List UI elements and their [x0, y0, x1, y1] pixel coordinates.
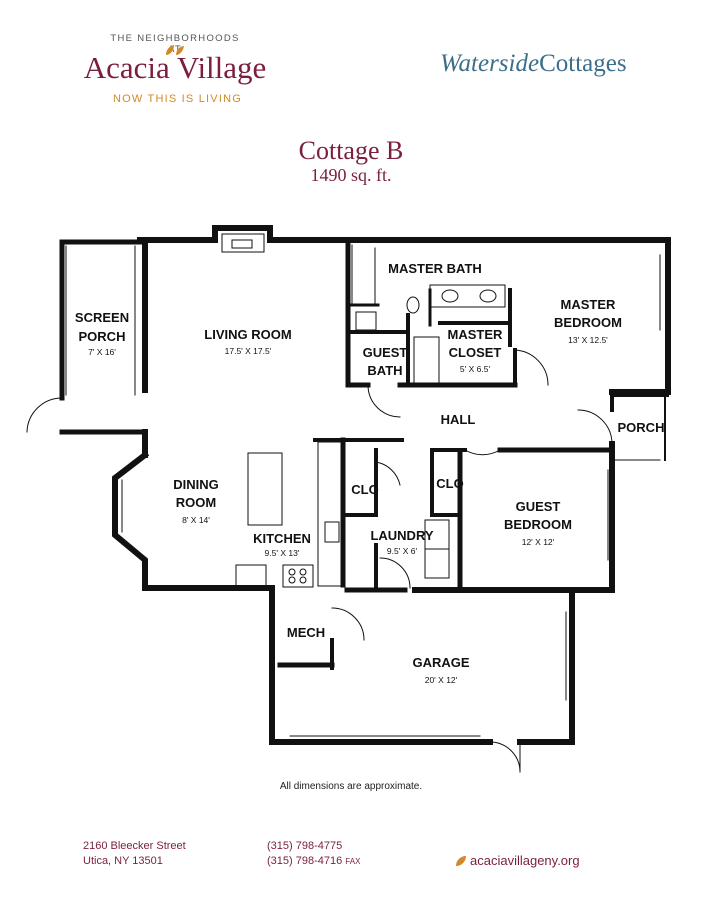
- plan-area: 1490 sq. ft.: [310, 165, 392, 185]
- room-label: MASTER: [561, 297, 617, 312]
- fireplace: [221, 233, 265, 253]
- collection-name: WatersideCottages: [440, 49, 627, 78]
- kitchen-island: [247, 452, 283, 526]
- room-label: DINING: [173, 477, 219, 492]
- room-dimension: 17.5' X 17.5': [225, 346, 272, 356]
- leaf-logo-icon: [166, 45, 184, 55]
- address-city: Utica, NY 13501: [83, 855, 163, 867]
- kitchen-sink: [324, 521, 340, 543]
- room-label: CLOSET: [449, 345, 502, 360]
- phone-number: (315) 798-4775: [267, 840, 343, 852]
- kitchen-counter: [317, 441, 343, 587]
- guest-tub: [413, 336, 440, 386]
- room-label: MASTER: [448, 327, 504, 342]
- room-label: SCREEN: [75, 310, 129, 325]
- room-label: BATH: [367, 363, 402, 378]
- floor-plan: SCREEN PORCH 7' X 16' LIVING ROOM 17.5' …: [26, 225, 671, 773]
- master-vanity: [429, 284, 506, 308]
- screen-porch-wall: [59, 239, 143, 401]
- room-dimension: 13' X 12.5': [568, 335, 608, 345]
- room-label: PORCH: [618, 420, 665, 435]
- door-swing: [489, 741, 521, 773]
- website-link[interactable]: acaciavillageny.org: [470, 853, 580, 868]
- master-sink: [479, 289, 497, 303]
- room-label: KITCHEN: [253, 531, 311, 546]
- brand-name: Acacia Village: [83, 50, 267, 85]
- room-label: MASTER BATH: [388, 261, 482, 276]
- exterior-wall: [137, 225, 671, 395]
- room-dimension: 5' X 6.5': [460, 364, 491, 374]
- door-swing: [514, 349, 549, 386]
- room-label: ROOM: [176, 495, 216, 510]
- room-dimension: 7' X 16': [88, 347, 116, 357]
- room-label: PORCH: [79, 329, 126, 344]
- room-label: CLO: [436, 476, 463, 491]
- door-swing: [367, 384, 401, 418]
- burner: [288, 568, 296, 576]
- room-label: MECH: [287, 625, 325, 640]
- room-dimension: 12' X 12': [522, 537, 555, 547]
- fireplace-hearth: [231, 239, 253, 249]
- room-label: LAUNDRY: [370, 528, 433, 543]
- door-swing: [379, 557, 411, 589]
- room-dimension: 9.5' X 13': [265, 548, 300, 558]
- room-label: HALL: [441, 412, 476, 427]
- room-dimension: 8' X 14': [182, 515, 210, 525]
- door-swing: [464, 449, 501, 456]
- range: [282, 564, 314, 588]
- fax-line: (315) 798-4716 FAX: [267, 855, 360, 867]
- fax-number: (315) 798-4716: [267, 855, 343, 867]
- room-label: BEDROOM: [504, 517, 572, 532]
- guest-sink: [355, 311, 377, 331]
- appliance: [235, 564, 267, 588]
- bay-window-wall: [112, 450, 275, 603]
- room-label: LIVING ROOM: [204, 327, 291, 342]
- dimensions-note: All dimensions are approximate.: [279, 781, 423, 792]
- fax-label: FAX: [345, 857, 361, 866]
- burner: [288, 576, 296, 584]
- collection-name-rest: Cottages: [539, 50, 627, 77]
- plan-title: Cottage B: [298, 136, 404, 165]
- room-label: BEDROOM: [554, 315, 622, 330]
- room-label: GARAGE: [412, 655, 469, 670]
- burner: [299, 568, 307, 576]
- leaf-icon: [456, 856, 466, 866]
- collection-name-italic: Waterside: [440, 50, 540, 77]
- room-dimension: 9.5' X 6': [387, 546, 418, 556]
- room-label: CLO: [351, 482, 378, 497]
- room-dimension: 20' X 12': [425, 675, 458, 685]
- door-swing: [577, 409, 613, 445]
- door-swing: [375, 461, 401, 486]
- room-label: GUEST: [516, 499, 561, 514]
- master-sink: [441, 289, 459, 303]
- door-swing: [331, 607, 365, 641]
- slogan: NOW THIS IS LIVING: [113, 93, 242, 105]
- burner: [299, 576, 307, 584]
- room-label: GUEST: [363, 345, 408, 360]
- toilet: [406, 296, 420, 314]
- tagline: THE NEIGHBORHOODS AT: [110, 33, 240, 55]
- address-street: 2160 Bleecker Street: [83, 840, 186, 852]
- porch-door-swing: [26, 397, 63, 433]
